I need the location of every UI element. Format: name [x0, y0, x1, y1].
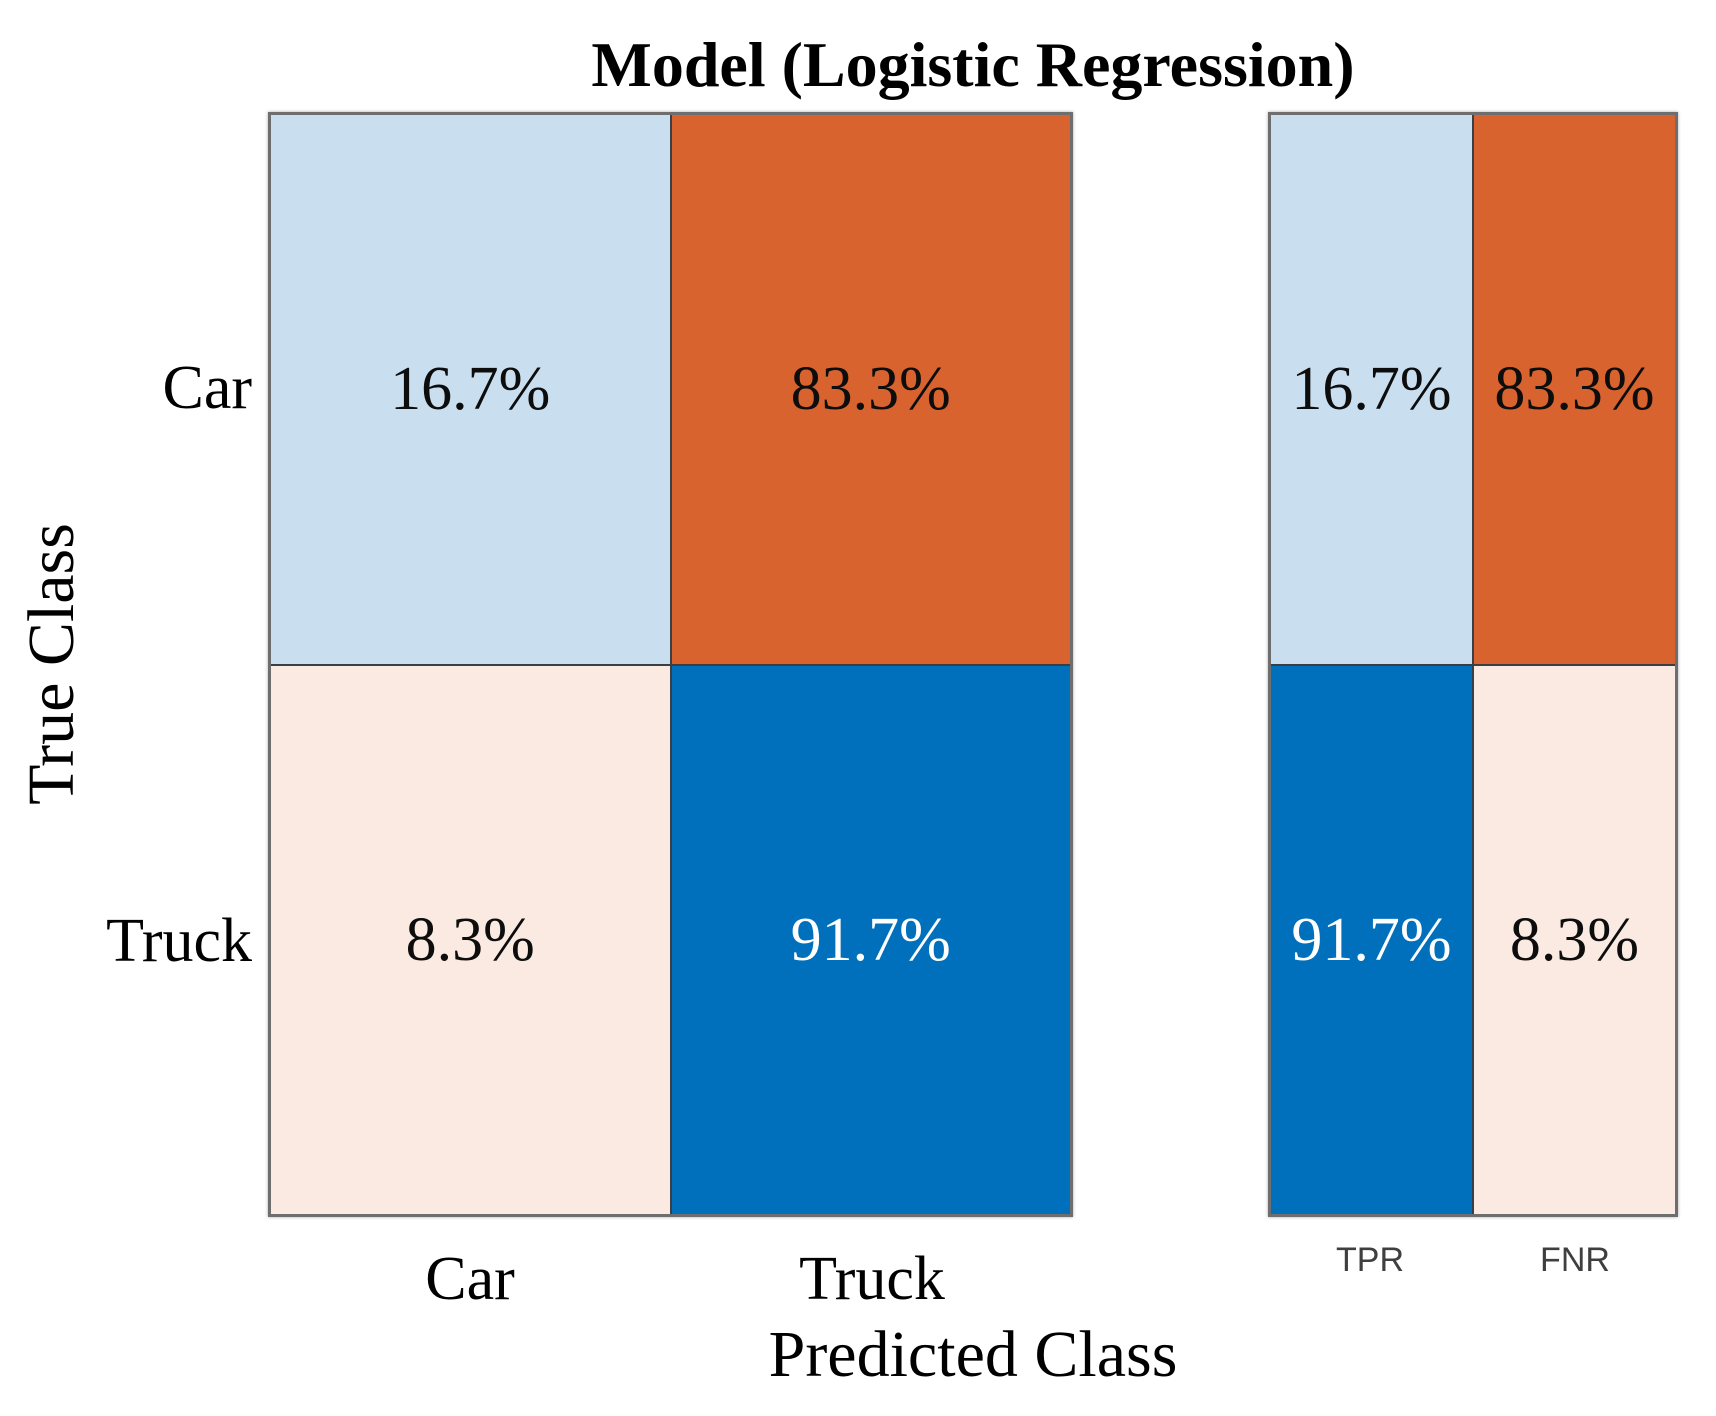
y-tick-car: Car [162, 354, 252, 422]
x-tick-truck: Truck [799, 1245, 945, 1313]
row-summary-grid: 16.7% 83.3% 91.7% 8.3% [1268, 112, 1678, 1217]
matrix-cell-car-car: 16.7% [271, 115, 670, 664]
matrix-cell-truck-car: 8.3% [271, 665, 670, 1214]
confusion-matrix-grid: 16.7% 83.3% 8.3% 91.7% [268, 112, 1073, 1217]
summary-cell-car-fnr: 83.3% [1474, 115, 1675, 664]
matrix-cell-car-truck: 83.3% [671, 115, 1070, 664]
y-tick-truck: Truck [106, 907, 252, 975]
summary-cell-truck-tpr: 91.7% [1271, 665, 1472, 1214]
chart-title: Model (Logistic Regression) [591, 29, 1355, 100]
x-axis-label: Predicted Class [768, 1318, 1178, 1391]
summary-col-label-fnr: FNR [1540, 1241, 1610, 1279]
y-axis-label: True Class [15, 523, 88, 805]
summary-col-label-tpr: TPR [1336, 1241, 1404, 1279]
summary-cell-truck-fnr: 8.3% [1474, 665, 1675, 1214]
x-tick-car: Car [425, 1245, 515, 1313]
matrix-cell-truck-truck: 91.7% [671, 665, 1070, 1214]
summary-cell-car-tpr: 16.7% [1271, 115, 1472, 664]
